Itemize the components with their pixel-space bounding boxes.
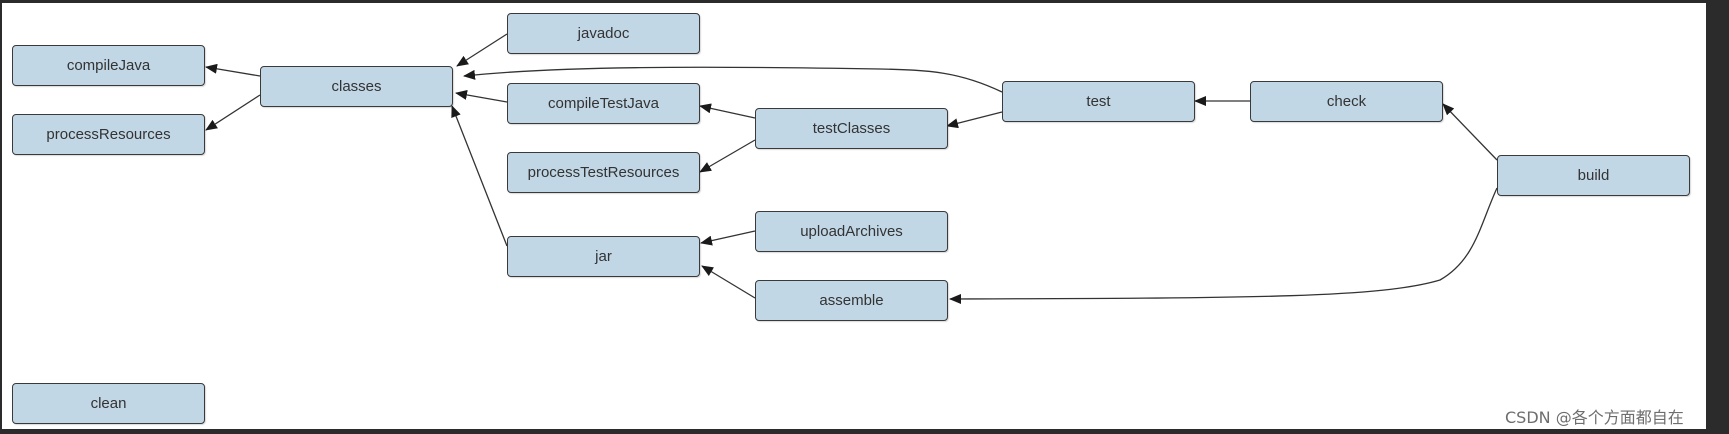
node-javadoc[interactable]: javadoc: [507, 13, 700, 54]
node-classes[interactable]: classes: [260, 66, 453, 107]
edge-classes-processResources: [205, 94, 261, 131]
node-clean[interactable]: clean: [12, 383, 205, 424]
frame-right-border: [1706, 0, 1729, 434]
edge-assemble-jar: [701, 265, 756, 299]
node-uploadArchives[interactable]: uploadArchives: [755, 211, 948, 252]
node-compileTestJava[interactable]: compileTestJava: [507, 83, 700, 124]
node-testClasses[interactable]: testClasses: [755, 108, 948, 149]
frame-bottom-border: [0, 429, 1729, 434]
edge-compileTestJava-classes: [455, 89, 508, 103]
node-jar[interactable]: jar: [507, 236, 700, 277]
node-compileJava[interactable]: compileJava: [12, 45, 205, 86]
node-processTestResources[interactable]: processTestResources: [507, 152, 700, 193]
node-build[interactable]: build: [1497, 155, 1690, 196]
node-processResources[interactable]: processResources: [12, 114, 205, 155]
node-assemble[interactable]: assemble: [755, 280, 948, 321]
edge-uploadArchives-jar: [700, 230, 756, 246]
csdn-watermark: CSDN @各个方面都自在: [1503, 404, 1686, 428]
edge-classes-compileJava: [205, 63, 261, 77]
edge-jar-classes: [451, 105, 508, 247]
edge-test-testClasses: [946, 111, 1003, 129]
frame-top-border: [0, 0, 1729, 3]
frame-left-border: [0, 0, 2, 434]
edge-javadoc-classes: [456, 33, 508, 67]
node-check[interactable]: check: [1250, 81, 1443, 122]
edge-testClasses-compileTestJava: [699, 103, 756, 119]
edge-build-assemble: [949, 187, 1498, 304]
node-test[interactable]: test: [1002, 81, 1195, 122]
edge-test-classes: [463, 66, 1003, 93]
edge-testClasses-processTestResources: [699, 139, 756, 173]
edge-build-check: [1442, 103, 1498, 161]
